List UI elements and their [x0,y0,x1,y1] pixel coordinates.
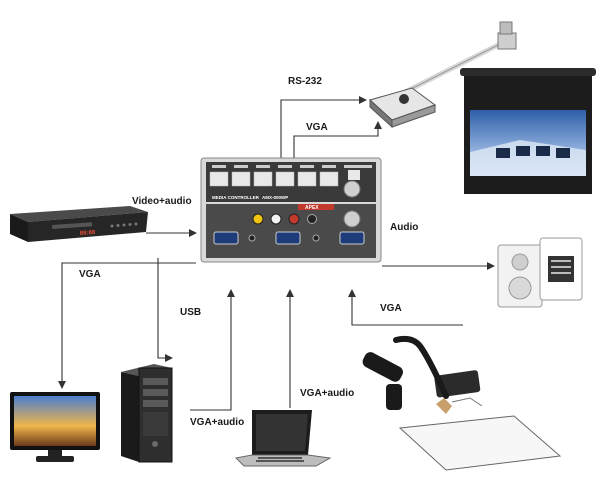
arrow-pc-in [190,289,235,411]
label-vga-audio-pc: VGA+audio [190,417,244,428]
label-vga-monitor: VGA [79,269,101,280]
media-controller-panel: MEDIA CONTROLLER AMX-000WP APEX [200,157,382,263]
label-usb: USB [180,307,201,318]
label-video-audio: Video+audio [132,196,192,207]
label-vga-audio-laptop: VGA+audio [300,388,354,399]
label-audio: Audio [390,222,418,233]
document-camera [362,335,562,471]
audio-jack [307,214,317,224]
label-vga-projector: VGA [306,122,328,133]
label-rs232: RS-232 [288,76,322,87]
rca-white [270,213,282,225]
panel-title: MEDIA CONTROLLER [212,195,260,200]
speakers [497,237,583,308]
connection-labels: RS-232 VGA Video+audio Audio VGA USB VGA… [79,76,418,428]
dvd-display: 88:88 [80,230,96,237]
volume-knob-top [343,180,361,198]
vga-port-2 [275,231,301,245]
label-vga-doc-camera: VGA [380,303,402,314]
volume-knob-bottom [343,210,361,228]
lcd-monitor [10,392,100,462]
vga-port-1 [213,231,239,245]
arrow-rs232 [280,96,367,158]
laptop [234,410,332,467]
arrow-usb [157,258,173,362]
panel-brand: APEX [305,205,319,211]
projection-screen [460,68,596,194]
connection-lines [58,96,495,411]
dvd-player: 88:88 [10,206,148,242]
rca-yellow [252,213,264,225]
arrow-vga-monitor [58,262,196,389]
projector [368,21,517,129]
vga-port-3 [339,231,365,245]
arrow-doccam-in [348,289,463,326]
arrow-vga-projector [293,121,382,158]
control-buttons [209,171,339,187]
rca-red [288,213,300,225]
desktop-pc [121,364,173,463]
panel-model: AMX-000WP [262,195,288,200]
